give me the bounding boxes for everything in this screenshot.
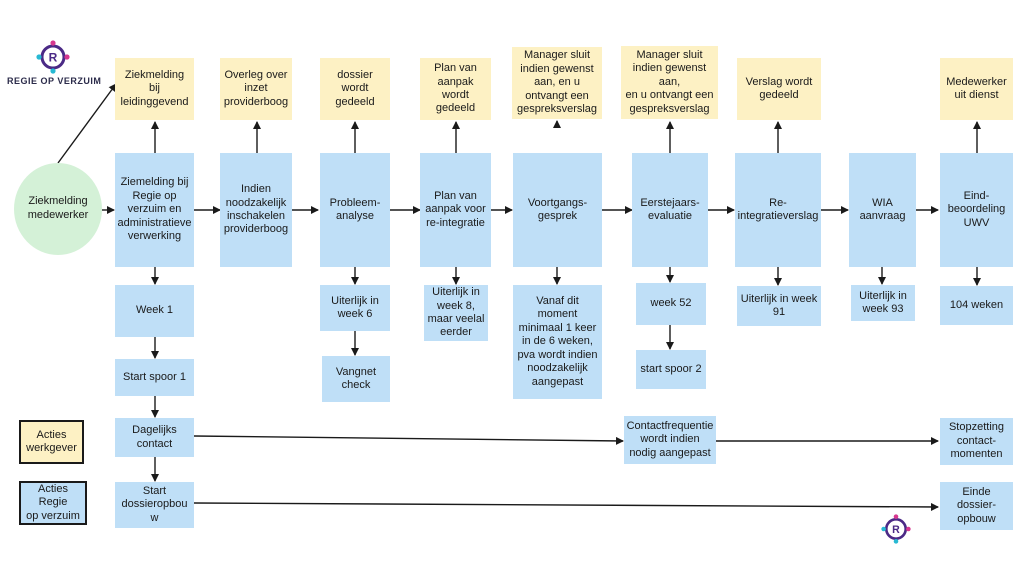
- arrow-start-to-ziekmelding: [57, 83, 117, 164]
- timing-week-91: Uiterlijk in week 91: [737, 286, 821, 326]
- main-probleemanalyse: Probleem- analyse: [320, 153, 390, 267]
- timing-voortgang-frequentie: Vanaf dit moment minimaal 1 keer in de 6…: [513, 285, 602, 399]
- top-voortgang-manager: Manager sluit indien gewenst aan, en u o…: [512, 47, 602, 119]
- timing-week-8: Uiterlijk in week 8, maar veelal eerder: [424, 285, 488, 341]
- timing-week-93: Uiterlijk in week 93: [851, 285, 915, 321]
- contact-frequentie-aangepast: Contactfrequentie wordt indien nodig aan…: [624, 416, 716, 464]
- main-wia-aanvraag: WIA aanvraag: [849, 153, 916, 267]
- top-overleg-providerboog: Overleg over inzet providerboog: [220, 58, 292, 120]
- main-eindbeoordeling-uwv: Eind- beoordeling UWV: [940, 153, 1013, 267]
- top-eerstejaars-manager: Manager sluit indien gewenst aan, en u o…: [621, 46, 718, 119]
- contact-stopzetting: Stopzetting contact- momenten: [940, 418, 1013, 465]
- main-providerboog: Indien noodzakelijk inschakelen provider…: [220, 153, 292, 267]
- extra-start-spoor-1: Start spoor 1: [115, 359, 194, 396]
- timing-week-1: Week 1: [115, 285, 194, 337]
- top-medewerker-uit-dienst: Medewerker uit dienst: [940, 58, 1013, 120]
- timing-week-52: week 52: [636, 283, 706, 325]
- main-plan-van-aanpak: Plan van aanpak voor re-integratie: [420, 153, 491, 267]
- timing-104-weken: 104 weken: [940, 286, 1013, 325]
- contact-dagelijks: Dagelijks contact: [115, 418, 194, 457]
- top-verslag-gedeeld: Verslag wordt gedeeld: [737, 58, 821, 120]
- start-ziekmelding-medewerker: Ziekmelding medewerker: [14, 163, 102, 255]
- dossier-start: Start dossieropbou w: [115, 482, 194, 528]
- extra-vangnet-check: Vangnet check: [322, 356, 390, 402]
- main-reintegratieverslag: Re- integratieverslag: [735, 153, 821, 267]
- top-dossier-gedeeld: dossier wordt gedeeld: [320, 58, 390, 120]
- logo-icon: R: [36, 40, 70, 74]
- legend-acties-werkgever: Acties werkgever: [19, 420, 84, 464]
- arrow-contact-to-middle: [193, 435, 624, 445]
- logo-icon-bottom: R: [881, 514, 911, 544]
- arrow-dossier-to-end: [193, 502, 939, 511]
- top-ziekmelding-leidinggevend: Ziekmelding bij leidinggevend: [115, 58, 194, 120]
- legend-acties-regie: Acties Regie op verzuim: [19, 481, 87, 525]
- main-registratie-regie: Ziemelding bij Regie op verzuim en admin…: [115, 153, 194, 267]
- svg-text:R: R: [892, 524, 900, 536]
- dossier-einde: Einde dossier- opbouw: [940, 482, 1013, 530]
- main-eerstejaarsevaluatie: Eerstejaars- evaluatie: [632, 153, 708, 267]
- logo-mark: R: [49, 51, 58, 65]
- main-voortgangsgesprek: Voortgangs- gesprek: [513, 153, 602, 267]
- extra-start-spoor-2: start spoor 2: [636, 350, 706, 389]
- timing-week-6: Uiterlijk in week 6: [320, 285, 390, 331]
- top-plan-gedeeld: Plan van aanpak wordt gedeeld: [420, 58, 491, 120]
- logo-text: REGIE OP VERZUIM: [7, 76, 102, 86]
